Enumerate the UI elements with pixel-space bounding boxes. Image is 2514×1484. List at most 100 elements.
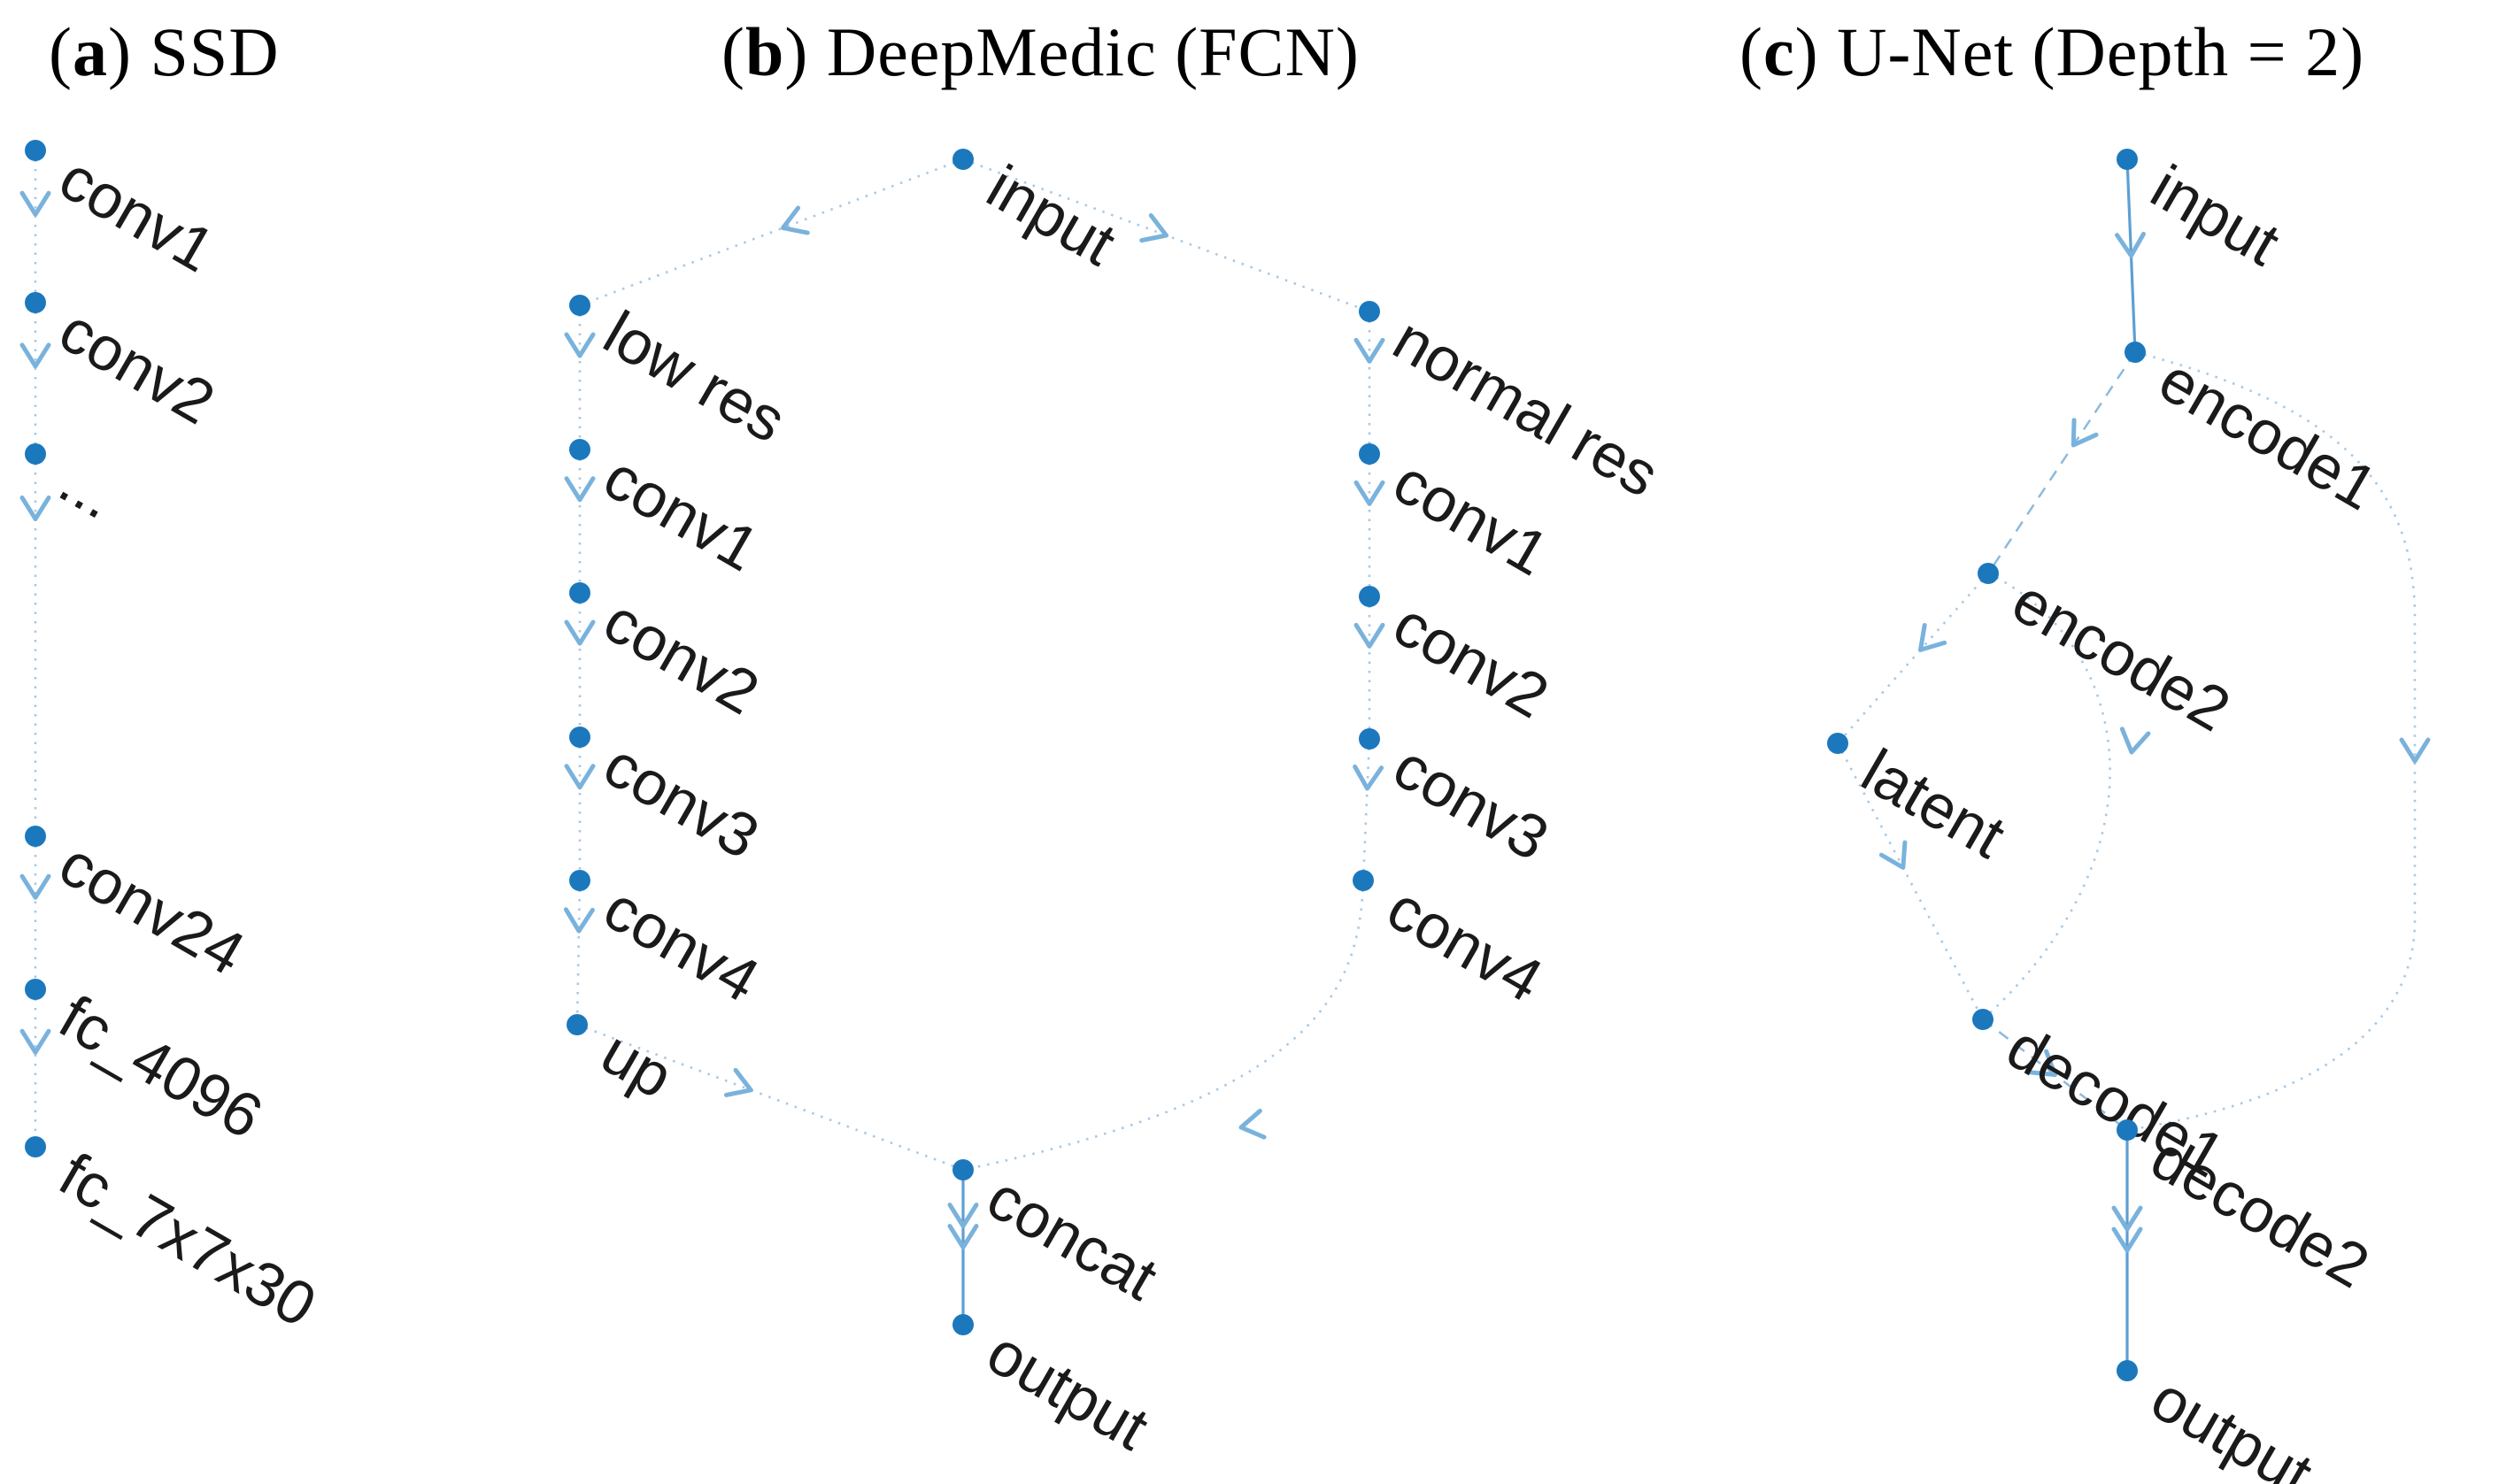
arrowhead-icon-edge-b-concat-output-2 <box>947 1203 979 1228</box>
graph-node-b-input <box>952 149 974 170</box>
arrowhead-icon-edge-b-conv2L-conv3L <box>564 619 596 646</box>
node-label-c-output: output <box>2140 1363 2325 1484</box>
graph-node-c-decode1 <box>1972 1009 1993 1030</box>
graph-node-a-conv2 <box>25 292 46 313</box>
paren-open: ( <box>1739 13 1763 90</box>
panel-a-title: (a) SSD <box>49 16 280 88</box>
node-label-b-conv3L: conv3 <box>593 729 771 872</box>
node-label-c-encode1: encode1 <box>2148 344 2389 523</box>
node-label-a-conv24: conv24 <box>49 828 256 988</box>
arrowhead-icon-edge-c-latent-decode1 <box>1878 840 1908 870</box>
node-label-b-conv1L: conv1 <box>593 442 771 584</box>
edge-c-encode1-decode2 <box>2126 350 2417 1132</box>
node-label-c-encode2: encode2 <box>2001 565 2242 744</box>
node-label-b-concat: concat <box>976 1162 1169 1313</box>
node-label-b-conv2L: conv2 <box>593 585 771 727</box>
arrowhead-icon-edge-c-decode1-decode2 <box>2027 1049 2057 1077</box>
node-label-b-conv4R: conv4 <box>1377 873 1554 1015</box>
node-label-b-input: input <box>976 151 1127 278</box>
panel-c-title-text: U-Net (Depth = 2) <box>1837 13 2365 90</box>
arrowhead-icon-edge-b-conv4R-concat <box>1238 1108 1267 1140</box>
node-label-c-input: input <box>2140 151 2291 278</box>
arrowhead-icon-edge-b-input-low_res <box>780 205 810 235</box>
graph-node-c-output <box>2117 1360 2138 1381</box>
edge-b-conv4L-up <box>575 880 582 1026</box>
graph-node-b-up <box>567 1014 588 1035</box>
arrowhead-icon-edge-c-encode1-decode2 <box>2399 737 2431 764</box>
arrowhead-icon-edge-b-conv3R-conv4R <box>1353 764 1384 791</box>
arrowhead-icon-edge-c-decode2-output <box>2111 1226 2143 1253</box>
paren-close: ) <box>107 13 150 90</box>
arrowhead-icon-edge-b-conv1R-conv2R <box>1353 480 1385 506</box>
arrowhead-icon-edge-a-conv24-fc_4096 <box>19 873 51 900</box>
node-label-a-fc_4096: fc_4096 <box>49 981 274 1151</box>
node-label-b-conv2R: conv2 <box>1383 588 1561 731</box>
edge-b-conv3R-conv4R <box>1361 738 1371 881</box>
graph-node-c-input <box>2117 149 2138 170</box>
graph-node-b-concat <box>952 1159 974 1180</box>
node-label-c-latent: latent <box>1851 735 2017 871</box>
arrowhead-icon-edge-c-encode2-latent <box>1918 622 1947 652</box>
arrowhead-icon-edge-b-conv3L-conv4L <box>564 764 596 790</box>
edge-b-conv4R-concat <box>962 880 1365 1172</box>
node-label-b-low_res: low res <box>593 297 798 455</box>
paren-open: ( <box>721 13 745 90</box>
arrowhead-icon-edge-b-conv2R-conv3R <box>1353 622 1385 649</box>
graph-node-a-conv24 <box>25 826 46 847</box>
arrowhead-icon-edge-a-dots-conv24 <box>19 495 51 521</box>
graph-node-b-conv2L <box>569 582 590 604</box>
edge-c-encode1-encode2 <box>1986 351 2137 574</box>
graph-node-a-fc_4096 <box>25 979 46 1000</box>
graph-node-b-conv4L <box>569 870 590 891</box>
arrowhead-icon-edge-c-input-encode1 <box>2115 231 2146 258</box>
graph-node-b-conv3L <box>569 727 590 748</box>
graph-node-a-conv1 <box>25 140 46 161</box>
node-label-c-decode2: decode2 <box>2140 1122 2381 1301</box>
arrowhead-icon-edge-b-low_res-conv1L <box>564 332 596 358</box>
node-label-b-output: output <box>976 1317 1161 1463</box>
node-label-b-conv3R: conv3 <box>1383 731 1561 873</box>
node-label-a-conv2: conv2 <box>49 295 227 437</box>
edge-b-input-low_res <box>579 158 964 307</box>
node-label-a-fc_7x7x30: fc_7x7x30 <box>49 1139 328 1340</box>
graph-node-c-decode2 <box>2117 1119 2138 1141</box>
panel-b-title: (b) DeepMedic (FCN) <box>721 16 1360 88</box>
node-label-b-up: up <box>590 1017 684 1111</box>
panel-a-letter: a <box>72 13 108 90</box>
graph-node-c-encode2 <box>1978 563 1999 584</box>
panel-b-letter: b <box>744 13 785 90</box>
graph-node-a-fc_7x7x30 <box>25 1136 46 1157</box>
graph-node-c-encode1 <box>2125 342 2146 363</box>
arrowhead-icon-edge-b-input-normal_res <box>1139 213 1168 243</box>
graph-node-b-conv4R <box>1353 870 1374 891</box>
arrowhead-icon-edge-b-concat-output <box>947 1224 979 1249</box>
graph-node-b-normal_res <box>1359 301 1380 322</box>
edge-b-up-concat <box>576 1023 964 1172</box>
graph-node-b-conv1R <box>1359 443 1380 465</box>
arrowhead-icon-edge-c-encode2-decode1 <box>2119 727 2151 755</box>
arrowhead-icon-edge-b-normal_res-conv1R <box>1353 337 1385 364</box>
node-label-b-conv1R: conv1 <box>1383 446 1561 588</box>
arrowhead-icon-edge-b-up-concat <box>723 1067 753 1097</box>
panel-a-title-text: SSD <box>150 13 280 90</box>
paren-close: ) <box>784 13 827 90</box>
edge-c-encode2-decode1 <box>1982 572 2111 1020</box>
graph-node-b-output <box>952 1314 974 1335</box>
arrowhead-icon-edge-b-conv1L-conv2L <box>564 476 596 503</box>
node-label-a-dots: ... <box>49 446 128 532</box>
arrowhead-icon-edge-a-conv2-dots <box>19 342 51 369</box>
node-label-b-conv4L: conv4 <box>593 873 771 1015</box>
panel-c-title: (c) U-Net (Depth = 2) <box>1739 16 2364 88</box>
graph-node-c-latent <box>1827 733 1848 754</box>
panel-b-title-text: DeepMedic (FCN) <box>826 13 1360 90</box>
arrowhead-icon-edge-a-conv1-conv2 <box>19 190 51 217</box>
graph-node-b-conv3R <box>1359 728 1380 750</box>
paren-close: ) <box>1794 13 1838 90</box>
graph-node-b-conv1L <box>569 439 590 460</box>
panel-c-letter: c <box>1762 13 1795 90</box>
node-label-a-conv1: conv1 <box>49 142 227 285</box>
arrowhead-icon-edge-c-encode1-encode2 <box>2071 418 2099 448</box>
graph-node-b-low_res <box>569 295 590 316</box>
